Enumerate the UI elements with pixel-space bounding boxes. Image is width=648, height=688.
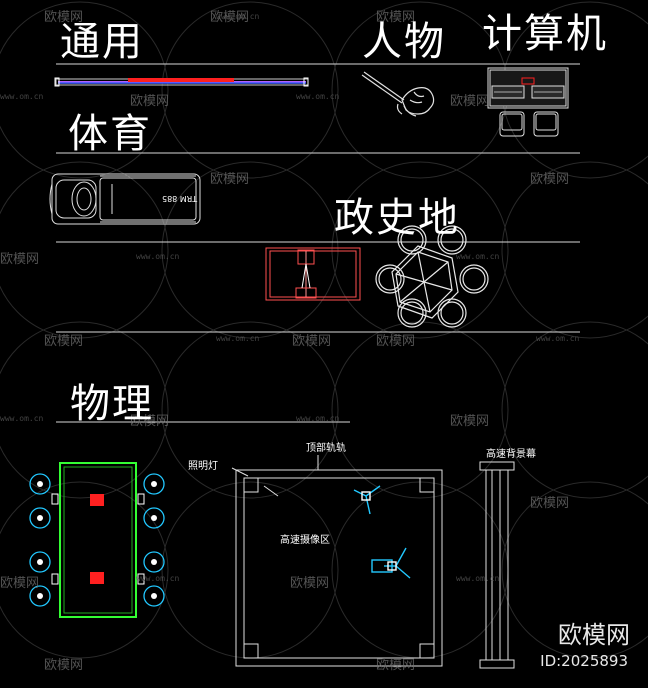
watermark-tile: 欧模网 [290,576,330,591]
map-board [265,247,361,301]
watermark-tile: 欧模网 [450,414,490,429]
red-segment [128,78,234,82]
background-screen [479,461,515,669]
watermark-tile: 欧模网 [44,10,84,25]
watermark-tile: 欧模网 [0,576,40,591]
watermark-tile: 欧模网 [376,10,416,25]
watermark-tile: 欧模网 [210,10,250,25]
watermark-url: www.om.cn [296,414,340,423]
watermark-url: www.om.cn [216,12,260,21]
camera-room [231,455,443,667]
label-background: 高速背景幕 [486,449,536,460]
watermark-tile: 欧模网 [44,334,84,349]
camera-tripods [353,485,411,579]
watermark-tile: 欧模网 [450,94,490,109]
section-title-person: 人物 [362,19,446,65]
section-title-physics: 物理 [70,381,154,427]
general-bar [54,77,309,87]
watermark-tile: 欧模网 [530,496,570,511]
lab-table [51,462,145,618]
watermark-url: www.om.cn [0,414,44,423]
person-figure [361,71,435,117]
watermark-url: www.om.cn [456,574,500,583]
computer-desk [487,67,569,137]
watermark-url: www.om.cn [0,92,44,101]
watermark-tile: 欧模网 [210,172,250,187]
equipment-box [90,572,104,584]
treadmill-model-text: TRM 885 [162,194,198,203]
watermark-url: www.om.cn [136,252,180,261]
brand-watermark: 欧模网 [558,621,630,649]
watermark-tile: 欧模网 [130,94,170,109]
brand-id: ID:2025893 [540,652,628,670]
watermark-tile: 欧模网 [376,658,416,673]
round-table [375,225,489,328]
treadmill [49,173,201,225]
watermark-url: www.om.cn [216,334,260,343]
watermark-tile: 欧模网 [292,334,332,349]
watermark-url: www.om.cn [456,252,500,261]
section-title-general: 通用 [60,19,144,65]
label-track: 顶部轨轨 [306,443,346,454]
section-title-sports: 体育 [68,111,152,157]
label-light: 照明灯 [188,461,218,472]
watermark-tile: 欧模网 [376,334,416,349]
label-camera-area: 高速摄像区 [280,535,330,546]
watermark-tile: 欧模网 [530,172,570,187]
watermark-url: www.om.cn [536,334,580,343]
watermark-url: www.om.cn [296,92,340,101]
lab-stools [29,473,165,607]
watermark-tile: 欧模网 [130,414,170,429]
watermark-tile: 欧模网 [0,252,40,267]
watermark-url: www.om.cn [136,574,180,583]
section-dividers [56,63,580,423]
section-title-politics: 政史地 [334,195,460,241]
equipment-box [90,494,104,506]
section-title-computer: 计算机 [482,11,608,57]
watermark-tile: 欧模网 [44,658,84,673]
